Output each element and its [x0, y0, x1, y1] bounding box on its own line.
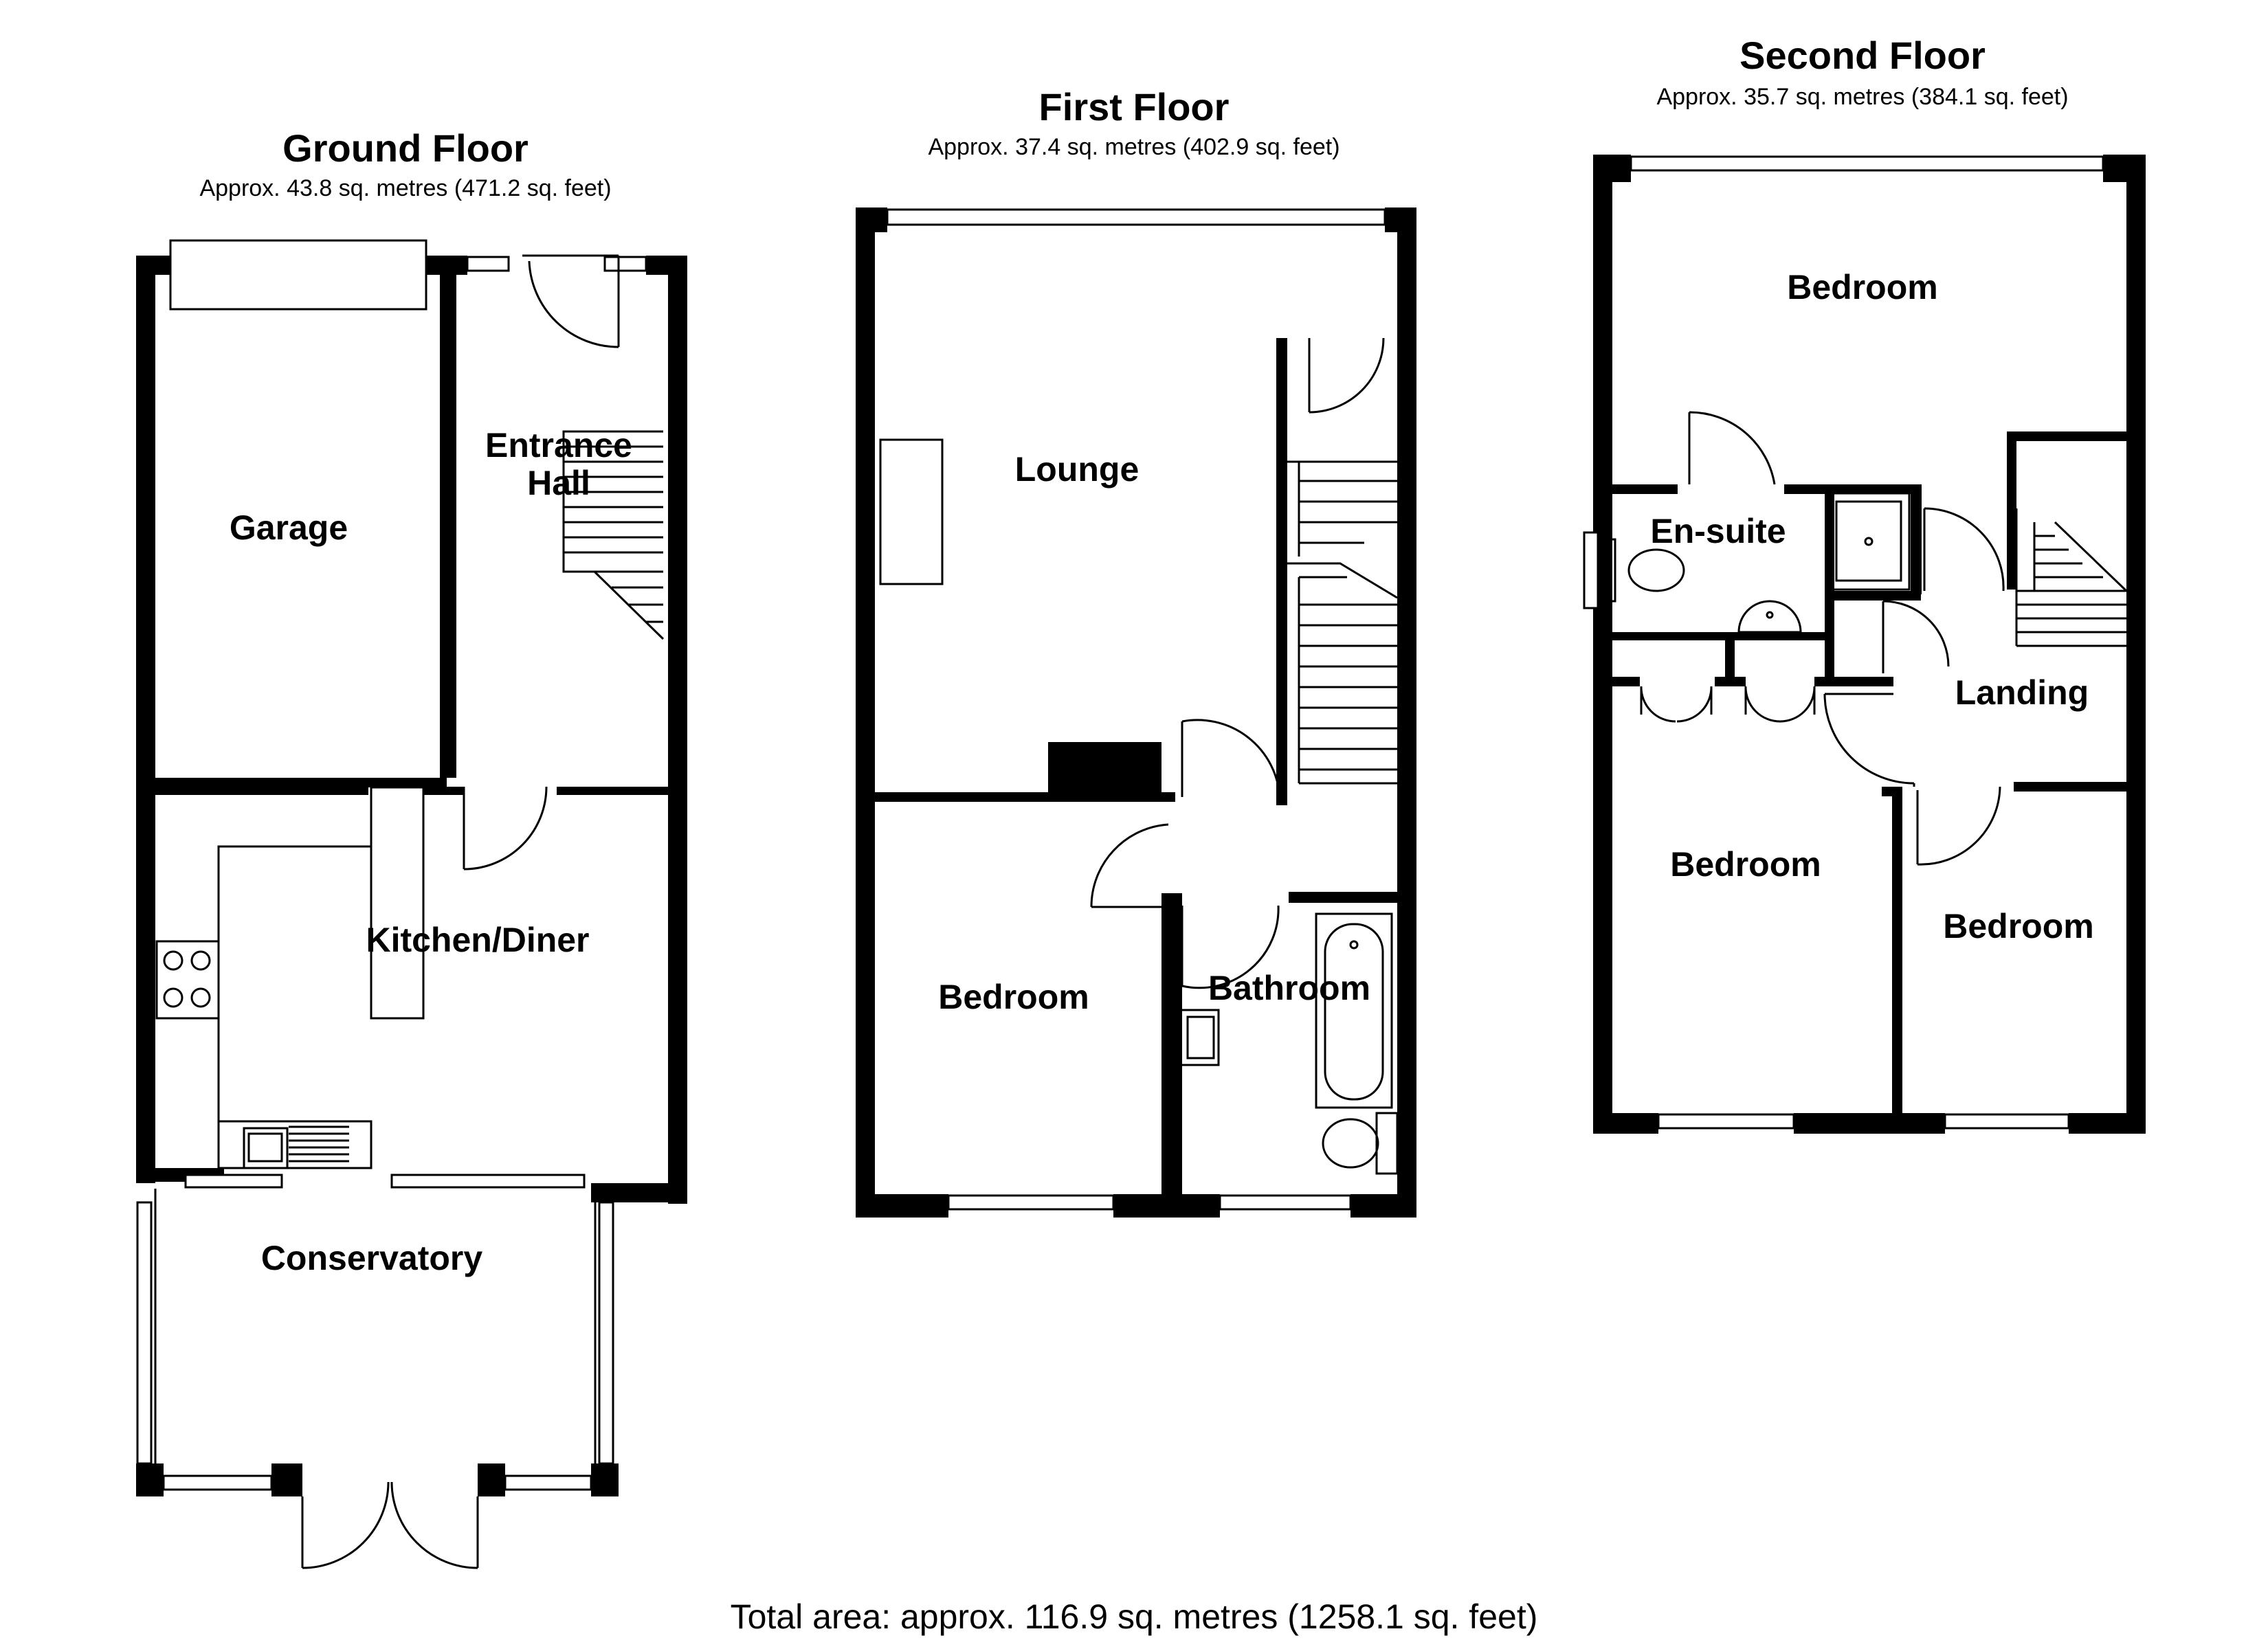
wall: [2014, 782, 2126, 792]
wall: [1882, 787, 1902, 796]
window: [1583, 531, 1599, 609]
wall: [423, 787, 464, 795]
room-label-garage: Garage: [230, 508, 348, 547]
wall: [1397, 207, 1416, 1218]
wall: [874, 792, 1051, 802]
sliding-door: [390, 1174, 586, 1189]
window: [184, 1174, 283, 1189]
wall: [2126, 155, 2146, 1134]
door-swing: [463, 786, 548, 871]
ground-floor-title: Ground Floor: [282, 126, 529, 170]
wall: [155, 787, 368, 795]
first-floor-title: First Floor: [1039, 85, 1230, 128]
total-area: Total area: approx. 116.9 sq. metres (12…: [731, 1597, 1538, 1636]
room-label-hall: Hall: [527, 464, 590, 502]
room-label-landing: Landing: [1955, 673, 2089, 712]
bathroom-fixtures: [1179, 912, 1399, 1175]
window: [1944, 1113, 2070, 1130]
wall: [440, 256, 456, 778]
room-label-lounge: Lounge: [1015, 450, 1139, 489]
door-swing: [1181, 905, 1280, 989]
ground-floor-area: Approx. 43.8 sq. metres (471.2 sq. feet): [199, 175, 611, 201]
wall: [1276, 338, 1287, 805]
wall: [1289, 892, 1397, 903]
wall: [1612, 484, 1678, 494]
wardrobes: [1640, 686, 1816, 723]
door-swing: [1882, 600, 1950, 667]
window: [603, 256, 647, 272]
room-label-bathroom: Bathroom: [1208, 969, 1370, 1007]
room-label-kitchen-diner: Kitchen/Diner: [366, 921, 589, 959]
wall: [1892, 787, 1902, 1123]
room-label-bedroom: Bedroom: [938, 978, 1089, 1016]
chimney-breast: [1048, 742, 1161, 802]
wall: [1161, 893, 1179, 928]
wall: [1161, 893, 1182, 1196]
wall: [1784, 484, 1922, 494]
en-suite-fixtures: [1583, 411, 1911, 633]
wall: [155, 778, 447, 787]
wall: [2007, 431, 2126, 441]
wall: [1593, 155, 1631, 182]
room-label-bedroom-left: Bedroom: [1670, 845, 1821, 884]
wall: [2007, 431, 2016, 590]
wall: [856, 1194, 948, 1218]
second-floor-area: Approx. 35.7 sq. metres (384.1 sq. feet): [1656, 84, 2068, 110]
room-label-bedroom-top: Bedroom: [1787, 268, 1937, 306]
door-swing: [1090, 823, 1169, 908]
wall: [136, 256, 170, 275]
wall: [1350, 1194, 1416, 1218]
wall: [668, 256, 687, 1204]
wall: [2103, 155, 2146, 182]
first-floor-area: Approx. 37.4 sq. metres (402.9 sq. feet): [928, 134, 1339, 160]
wall: [1612, 677, 1640, 686]
wall: [136, 256, 155, 1183]
wall: [1825, 591, 1921, 601]
wall: [1161, 792, 1175, 802]
kitchen-units: [155, 786, 425, 1169]
staircase: [2015, 508, 2128, 647]
wall: [2069, 1113, 2146, 1134]
wall: [1593, 1113, 1658, 1134]
door-swing: [528, 260, 619, 348]
staircase: [562, 430, 665, 640]
wall: [856, 207, 875, 1218]
wall: [1593, 155, 1612, 1134]
first-floor-plan: First Floor Approx. 37.4 sq. metres (402…: [856, 85, 1416, 1218]
door-swing: [1823, 693, 1915, 785]
second-floor-title: Second Floor: [1739, 34, 1986, 77]
wall: [557, 787, 670, 795]
window: [466, 256, 510, 272]
fireplace: [879, 438, 944, 585]
wall: [1113, 1194, 1220, 1218]
conservatory-structure: [136, 1189, 619, 1569]
room-label-conservatory: Conservatory: [261, 1239, 483, 1277]
wall: [1612, 632, 1825, 640]
wall: [646, 256, 687, 275]
wall: [856, 207, 887, 232]
second-floor-plan: Second Floor Approx. 35.7 sq. metres (38…: [1583, 34, 2146, 1134]
wall: [1725, 640, 1735, 686]
ground-floor-plan: Ground Floor Approx. 43.8 sq. metres (47…: [136, 126, 687, 1569]
door-swing: [1917, 786, 2001, 866]
window: [947, 1194, 1115, 1211]
room-label-bedroom-right: Bedroom: [1943, 907, 2093, 945]
wall: [1385, 207, 1416, 232]
wall: [591, 1183, 687, 1202]
window: [1630, 155, 2104, 172]
wall: [1825, 677, 1893, 686]
room-label-en-suite: En-suite: [1650, 512, 1786, 550]
window: [1219, 1194, 1352, 1211]
door-swing: [1924, 507, 2005, 592]
wall: [1825, 484, 1834, 684]
window: [1657, 1113, 1795, 1130]
wall: [1911, 484, 1922, 594]
window: [886, 208, 1386, 226]
staircase: [1181, 337, 1398, 798]
room-label-entrance: Entrance: [485, 426, 632, 464]
wall: [1794, 1113, 1945, 1134]
garage-door: [169, 239, 427, 311]
